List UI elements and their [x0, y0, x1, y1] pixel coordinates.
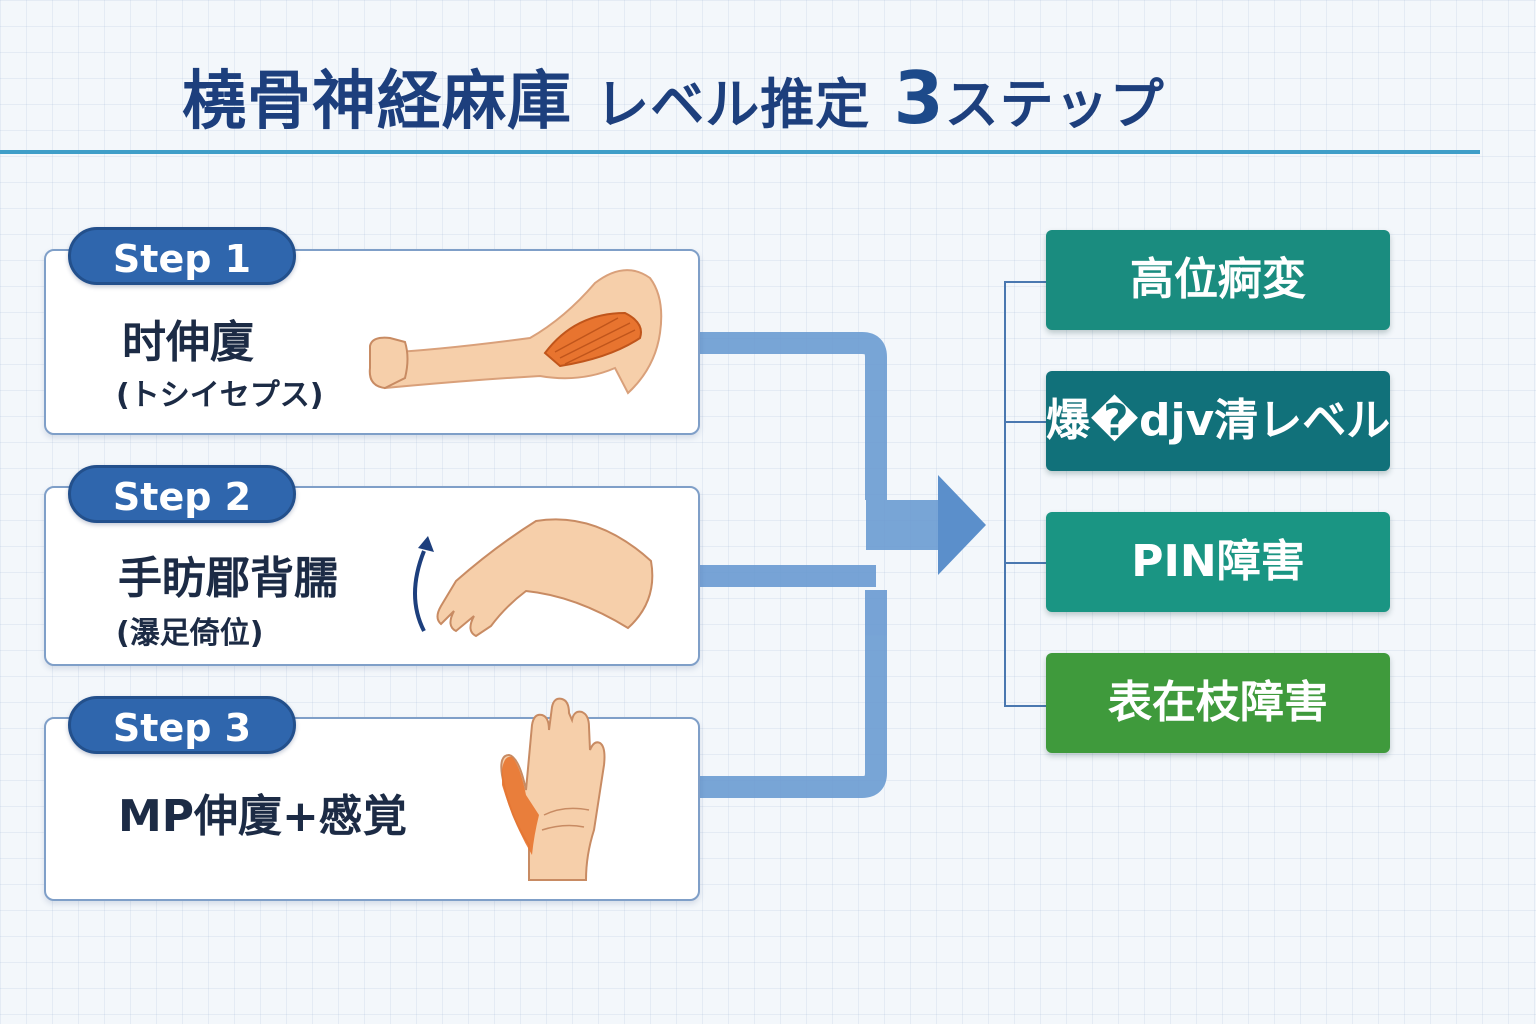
result-spiral-groove: 爆�djv清レベル — [1046, 371, 1390, 471]
step1-sub-label: (トシイセプス) — [116, 378, 324, 413]
title-part3: ステップ — [944, 73, 1165, 136]
connector-step3 — [696, 590, 887, 798]
title-divider — [0, 150, 1480, 154]
wrist-drop-icon — [413, 518, 654, 638]
arrow-head — [938, 475, 986, 575]
result-high-lesion: 高位痾変 — [1046, 230, 1390, 330]
step3-main-label: MP伸廈+慼覚 — [118, 791, 407, 842]
result-superficial-branch: 表在枝障害 — [1046, 653, 1390, 753]
title-number: 3 — [893, 56, 945, 140]
step2-badge: Step 2 — [68, 465, 296, 523]
connector-trunk — [866, 500, 944, 550]
result-pin-lesion: PIN障害 — [1046, 512, 1390, 612]
page-title: 橈骨神経麻庫 レベル推定 3ステップ — [182, 56, 1382, 140]
step1-badge: Step 1 — [68, 227, 296, 285]
step2-main-label: 手眆郿背臑 — [118, 553, 338, 604]
step1-main-label: 时伸廈 — [122, 317, 254, 368]
result-bracket — [1004, 281, 1046, 707]
step3-badge: Step 3 — [68, 696, 296, 754]
step2-sub-label: (瀑足倚位) — [116, 616, 264, 651]
palm-sensory-icon — [500, 697, 606, 881]
arm-biceps-icon — [368, 269, 663, 395]
title-part2: レベル推定 — [595, 73, 871, 136]
title-part1: 橈骨神経麻庫 — [182, 65, 572, 139]
connector-step1 — [696, 332, 887, 500]
